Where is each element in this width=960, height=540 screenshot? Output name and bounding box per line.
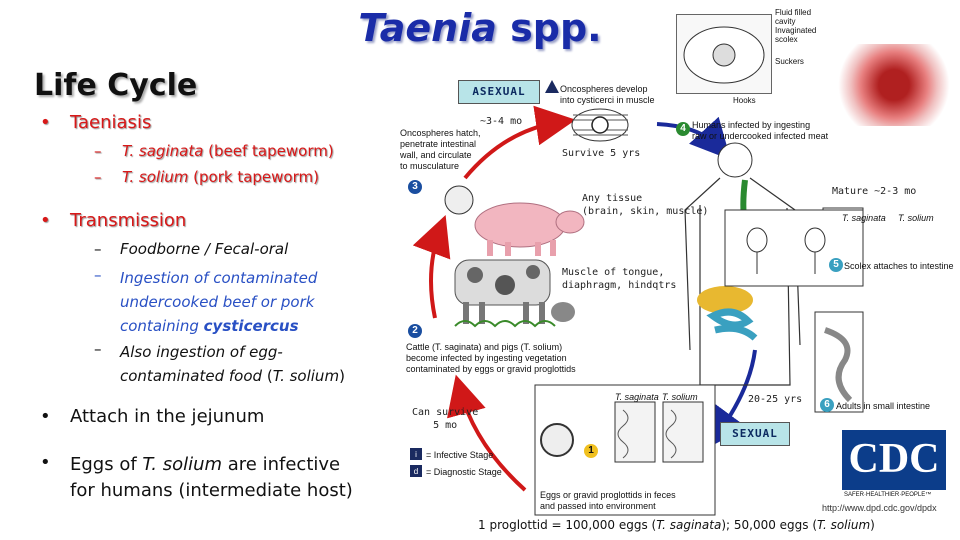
infective-legend-text: = Infective Stage — [426, 450, 494, 460]
step-3-number: 3 — [408, 180, 422, 194]
step-1-number: 1 — [584, 444, 598, 458]
cyst-photo — [838, 44, 950, 126]
cycle-arrow-top-right — [656, 116, 731, 160]
mature-label: Mature ~2-3 mo — [832, 186, 917, 197]
diagnostic-legend-icon: d — [410, 465, 422, 477]
bullet-marker: • — [40, 406, 51, 427]
solium-proglottid — [662, 401, 704, 463]
solium-line: T. solium (pork tapeworm) — [122, 168, 319, 186]
hooks-label: Hooks — [733, 96, 756, 105]
muscle-cyst-drawing — [571, 108, 629, 142]
scolex-saginata-label: T. saginata — [842, 213, 886, 223]
adult-worm-drawing — [823, 327, 853, 403]
cycle-arrow-left — [412, 215, 451, 319]
step-5-caption: Scolex attaches to intestine — [844, 261, 954, 271]
asexual-label: ASEXUAL — [458, 80, 540, 104]
eggs-infective: Eggs of T. solium are infective for huma… — [70, 454, 353, 501]
cow-drawing — [454, 259, 575, 328]
life-cycle-heading: Life Cycle — [34, 68, 198, 103]
taeniasis-label: Taeniasis — [70, 112, 152, 133]
dash: – — [94, 168, 102, 186]
transmission-label: Transmission — [70, 210, 187, 231]
infective-legend-icon: i — [410, 448, 422, 460]
egg-drawing — [540, 423, 574, 457]
step-5-number: 5 — [829, 258, 843, 272]
survive-5-yrs-label: Survive 5 yrs — [562, 148, 641, 159]
step-2-number: 2 — [408, 324, 422, 338]
step-6-number: 6 — [820, 398, 834, 412]
life-cycle-diagram — [412, 105, 864, 516]
diagnostic-legend-text: = Diagnostic Stage — [426, 467, 502, 477]
eggs-solium-label: T. solium — [662, 392, 698, 402]
dash: – — [94, 266, 102, 284]
oncosphere-drawing — [444, 185, 474, 215]
cdc-tagline: SAFER·HEALTHIER·PEOPLE™ — [844, 492, 932, 498]
adults-panel — [814, 311, 864, 413]
bullet-marker: • — [40, 112, 51, 133]
step-6-caption: Adults in small intestine — [836, 401, 931, 411]
step-2-caption: Cattle (T. saginata) and pigs (T. solium… — [406, 342, 576, 374]
dash: – — [94, 142, 102, 160]
scolex-drawings — [746, 227, 826, 274]
saginata-line: T. saginata (beef tapeworm) — [122, 142, 334, 160]
cycle-arrow-top-left — [463, 105, 576, 180]
dash: – — [94, 340, 102, 358]
scolex-solium-label: T. solium — [898, 213, 934, 223]
cysticercus-inset — [676, 14, 772, 94]
slide-title: Taenia spp. — [358, 6, 602, 50]
yrs-2025-label: 20-25 yrs — [748, 394, 803, 405]
scolex-panel-wide — [724, 209, 864, 287]
attach-jejunum: Attach in the jejunum — [70, 406, 265, 427]
cdc-url[interactable]: http://www.dpd.cdc.gov/dpdx — [822, 503, 937, 513]
dash: – — [94, 240, 102, 258]
transmission-egg: Also ingestion of egg- contaminated food… — [120, 343, 345, 385]
any-tissue-label: Any tissue(brain, skin, muscle) — [582, 193, 709, 217]
bullet-marker: • — [40, 452, 51, 473]
saginata-proglottid — [614, 401, 656, 463]
footer-proglottid-note: 1 proglottid = 100,000 eggs (T. saginata… — [478, 518, 875, 532]
infective-stage-triangle — [545, 80, 559, 93]
eggs-saginata-label: T. saginata — [615, 392, 659, 402]
cdc-logo: CDC — [842, 430, 946, 490]
pig-drawing — [474, 202, 585, 256]
suckers-label: Suckers — [775, 57, 804, 66]
bullet-marker: • — [40, 210, 51, 231]
months-34-label: ~3-4 mo — [480, 116, 523, 127]
transmission-ingestion: Ingestion of contaminated undercooked be… — [120, 269, 318, 335]
muscle-label: Muscle of tongue,diaphragm, hindqtrs — [562, 267, 677, 291]
transmission-foodborne: Foodborne / Fecal-oral — [120, 240, 289, 258]
cycle-arrow-bottom — [447, 374, 527, 492]
sexual-label: SEXUAL — [720, 422, 790, 446]
step-4-number: 4 — [676, 122, 690, 136]
